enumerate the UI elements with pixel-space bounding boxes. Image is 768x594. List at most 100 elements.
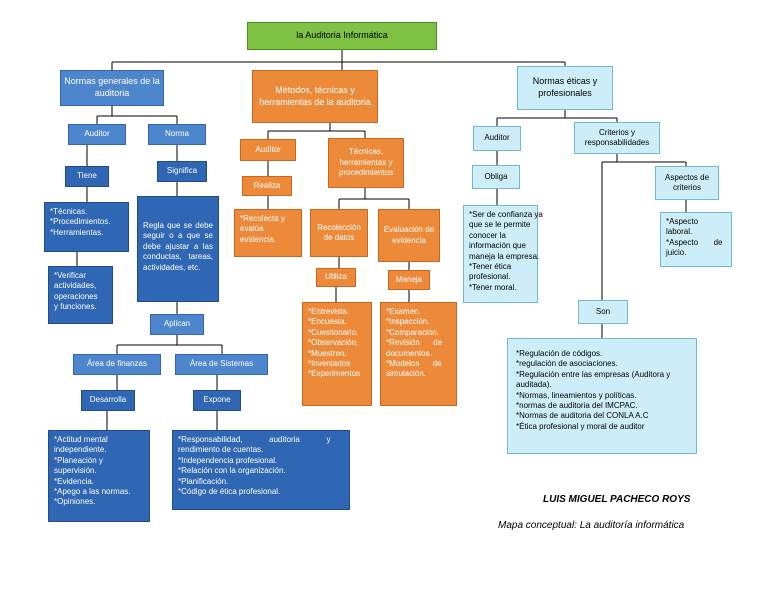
evaluacion-label: Evaluación de evidencia <box>383 225 435 245</box>
list-item: *Responsabilidad, auditoria y <box>178 435 331 444</box>
right-branch-header: Normas éticas y profesionales <box>517 66 613 110</box>
right-auditor-label: Auditor <box>484 133 510 143</box>
list-item: *Normas de auditoria del CONLA A.C <box>516 411 649 421</box>
finanzas-list: *Actitud mental independiente. *Planeaci… <box>48 430 150 522</box>
list-item: información que <box>469 241 526 251</box>
list-item: maneja la empresa. <box>469 251 540 261</box>
list-item: *Aspecto de <box>666 237 723 247</box>
list-item: conocer la <box>469 230 506 240</box>
aplican-node: Aplican <box>150 314 204 335</box>
map-title-text: la Auditoria Informática <box>296 30 388 41</box>
list-item: rendimiento de cuentas. <box>178 445 264 455</box>
list-item: actividades, <box>54 281 97 291</box>
list-item: *Aspecto <box>666 217 699 226</box>
list-item: *Independencia profesional. <box>178 455 278 465</box>
area-sistemas-label: Área de Sistemas <box>189 359 254 369</box>
aspectos-label: Aspectos de criterios <box>664 172 710 192</box>
left-norma-node: Norma <box>148 124 206 145</box>
map-caption: Mapa conceptual: La auditoría informátic… <box>498 520 685 531</box>
norma-definition: Regla que se debe seguir o a que se debe… <box>137 196 219 302</box>
utiliza-label: Utiliza <box>325 272 347 282</box>
list-item: documentos. <box>386 348 432 358</box>
recoleccion-label: Recolección de datos <box>317 222 361 242</box>
list-item: *Observación. <box>308 338 359 348</box>
expone-node: Expone <box>193 390 241 411</box>
evaluacion-node: Evaluación de evidencia <box>378 209 440 262</box>
list-item: *Apego a las normas. <box>54 486 131 496</box>
sistemas-list: *Responsabilidad, auditoria y rendimient… <box>172 430 350 510</box>
list-item: *Evidencia. <box>54 476 95 486</box>
list-item: *Relación con la organización. <box>178 466 286 476</box>
list-item: *Procedimientos. <box>50 217 111 227</box>
left-branch-header: Normas generales de la auditoria <box>60 70 164 106</box>
list-item: *Ética profesional y moral de auditor <box>516 421 645 431</box>
right-branch-header-text: Normas éticas y profesionales <box>532 76 598 98</box>
utiliza-node: Utiliza <box>316 268 356 287</box>
left-auditor-node: Auditor <box>68 124 126 145</box>
auditor-verificar-list: *Verificar actividades, operaciones y fu… <box>48 266 113 324</box>
area-finanzas-label: Área de finanzas <box>86 359 148 369</box>
expone-label: Expone <box>203 395 231 405</box>
son-label: Son <box>595 306 611 316</box>
list-item: auditada). <box>516 380 552 390</box>
list-item: *Normas, lineamientos y políticas. <box>516 390 637 400</box>
list-item: *Entrevista. <box>308 307 349 316</box>
list-item: *Planeación y <box>54 455 103 465</box>
list-item: *Planificación. <box>178 476 229 486</box>
tecnicas-label: Técnicas, herramientas y procedimientos <box>338 147 394 178</box>
list-item: *Modelos de <box>386 358 442 368</box>
maneja-node: Maneja <box>388 270 430 290</box>
auditor-tiene-list: *Técnicas. *Procedimientos. *Herramienta… <box>44 202 129 252</box>
utiliza-list: *Entrevista. *Encuesta. *Cuestionario. *… <box>302 302 372 406</box>
center-branch-header: Métodos, técnicas y herramientas de la a… <box>252 70 378 123</box>
list-item: *Regulación de códigos. <box>516 349 603 358</box>
center-branch-header-text: Métodos, técnicas y herramientas de la a… <box>259 84 371 107</box>
son-list: *Regulación de códigos. *regulación de a… <box>507 338 697 454</box>
list-item: independiente. <box>54 445 107 455</box>
aplican-label: Aplican <box>163 319 191 329</box>
list-item: *Tener moral. <box>469 282 517 292</box>
center-auditor-node: Auditor <box>240 139 296 161</box>
left-branch-header-text: Normas generales de la auditoria <box>64 76 160 98</box>
area-sistemas-node: Área de Sistemas <box>175 354 268 375</box>
list-item: *Encuesta. <box>308 317 347 327</box>
desarrolla-label: Desarrolla <box>89 395 127 405</box>
list-item: juicio. <box>666 248 687 258</box>
list-item: *Actitud mental <box>54 435 108 444</box>
obliga-list: *Ser de confianza ya que se le permite c… <box>463 205 543 303</box>
list-item: *Código de ética profesional. <box>178 486 281 496</box>
realiza-list: *Recolecta y evalúa evidencia. <box>234 209 302 257</box>
son-node: Son <box>578 300 628 324</box>
significa-node: Significa <box>157 161 207 182</box>
desarrolla-node: Desarrolla <box>81 390 135 411</box>
list-item: *Tener ética <box>469 261 512 271</box>
list-item: *Ser de confianza ya <box>469 210 543 219</box>
maneja-label: Maneja <box>395 274 423 284</box>
realiza-node: Realiza <box>242 176 292 196</box>
list-item: laboral. <box>666 227 693 237</box>
norma-definition-text: Regla que se debe seguir o a que se debe… <box>143 221 213 272</box>
tiene-label: Tiene <box>77 171 97 181</box>
list-item: *Experimentos <box>308 369 361 379</box>
map-title: la Auditoria Informática <box>247 22 437 50</box>
tecnicas-node: Técnicas, herramientas y procedimientos <box>328 138 404 188</box>
obliga-node: Obliga <box>472 165 520 189</box>
list-item: evalúa <box>240 224 264 234</box>
list-item: *Regulación entre las empresas (Auditora… <box>516 369 671 379</box>
author-name: LUIS MIGUEL PACHECO ROYS <box>543 494 691 505</box>
criterios-label: Criterios y responsabilidades <box>584 127 650 147</box>
significa-label: Significa <box>166 166 198 176</box>
list-item: *Comparación. <box>386 327 439 337</box>
list-item: *Muestreo. <box>308 348 347 358</box>
recoleccion-node: Recolección de datos <box>310 209 368 257</box>
criterios-node: Criterios y responsabilidades <box>574 122 660 154</box>
list-item: que se le permite <box>469 220 531 230</box>
maneja-list: *Examen. *Inspección. *Comparación. *Rev… <box>380 302 457 406</box>
list-item: *normas de auditoria del IMCPAC. <box>516 400 638 410</box>
list-item: y funciones. <box>54 302 97 312</box>
realiza-label: Realiza <box>253 180 281 190</box>
aspectos-node: Aspectos de criterios <box>655 166 719 200</box>
list-item: *Verificar <box>54 271 87 280</box>
